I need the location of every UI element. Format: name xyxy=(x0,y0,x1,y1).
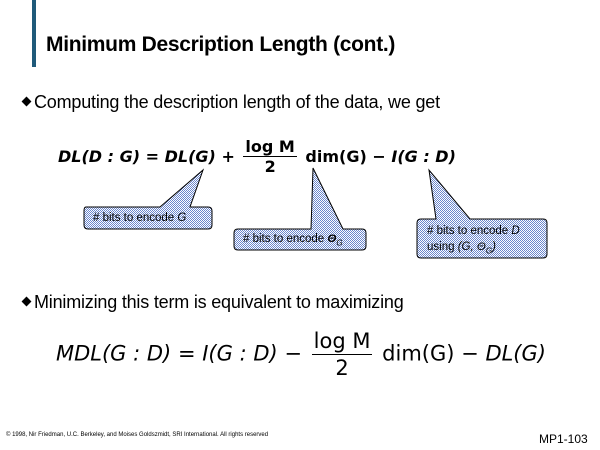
callout-3-text: # bits to encode D using (G, ΘG) xyxy=(427,225,520,256)
bullet-1-text: Computing the description length of the … xyxy=(34,92,440,112)
eq1-lhs: DL(D : G) xyxy=(58,147,141,166)
callout-3-shape xyxy=(416,168,548,259)
eq1-frac-den: 2 xyxy=(264,157,276,176)
eq2-frac-den: 2 xyxy=(335,356,349,380)
eq1-term1: DL(G) xyxy=(164,147,216,166)
eq2-term2: dim(G) xyxy=(382,341,455,366)
eq2-frac-num: log M xyxy=(311,329,373,355)
eq1-equals: = xyxy=(145,147,160,166)
eq2-term1: I(G : D) xyxy=(202,341,278,366)
bullet-2-text: Minimizing this term is equivalent to ma… xyxy=(34,292,404,312)
bullet-1: Computing the description length of the … xyxy=(20,92,440,113)
callout-1-shape xyxy=(83,168,213,230)
eq2-op1: − xyxy=(284,341,302,366)
eq2-term3: DL(G) xyxy=(485,341,546,366)
eq2-op2: − xyxy=(461,341,479,366)
eq1-term3: I(G : D) xyxy=(391,147,456,166)
eq1-frac-num: log M xyxy=(243,137,297,157)
copyright-footer: © 1998, Nir Friedman, U.C. Berkeley, and… xyxy=(6,432,269,438)
eq1-term2: dim(G) xyxy=(305,147,367,166)
eq1-op2: − xyxy=(372,147,386,166)
diamond-bullet-icon xyxy=(21,296,32,307)
slide-title: Minimum Description Length (cont.) xyxy=(46,33,396,56)
eq1-op1: + xyxy=(221,147,235,166)
callout-1-text: # bits to encode G xyxy=(93,212,187,224)
page-number: MP1-103 xyxy=(539,432,588,446)
title-accent-bar xyxy=(32,0,36,67)
callout-2-shape xyxy=(233,167,367,251)
eq2-lhs: MDL(G : D) xyxy=(56,341,172,366)
eq2-equals: = xyxy=(177,341,196,366)
callout-2-text: # bits to encode ΘG xyxy=(243,233,343,248)
bullet-2: Minimizing this term is equivalent to ma… xyxy=(20,292,404,313)
